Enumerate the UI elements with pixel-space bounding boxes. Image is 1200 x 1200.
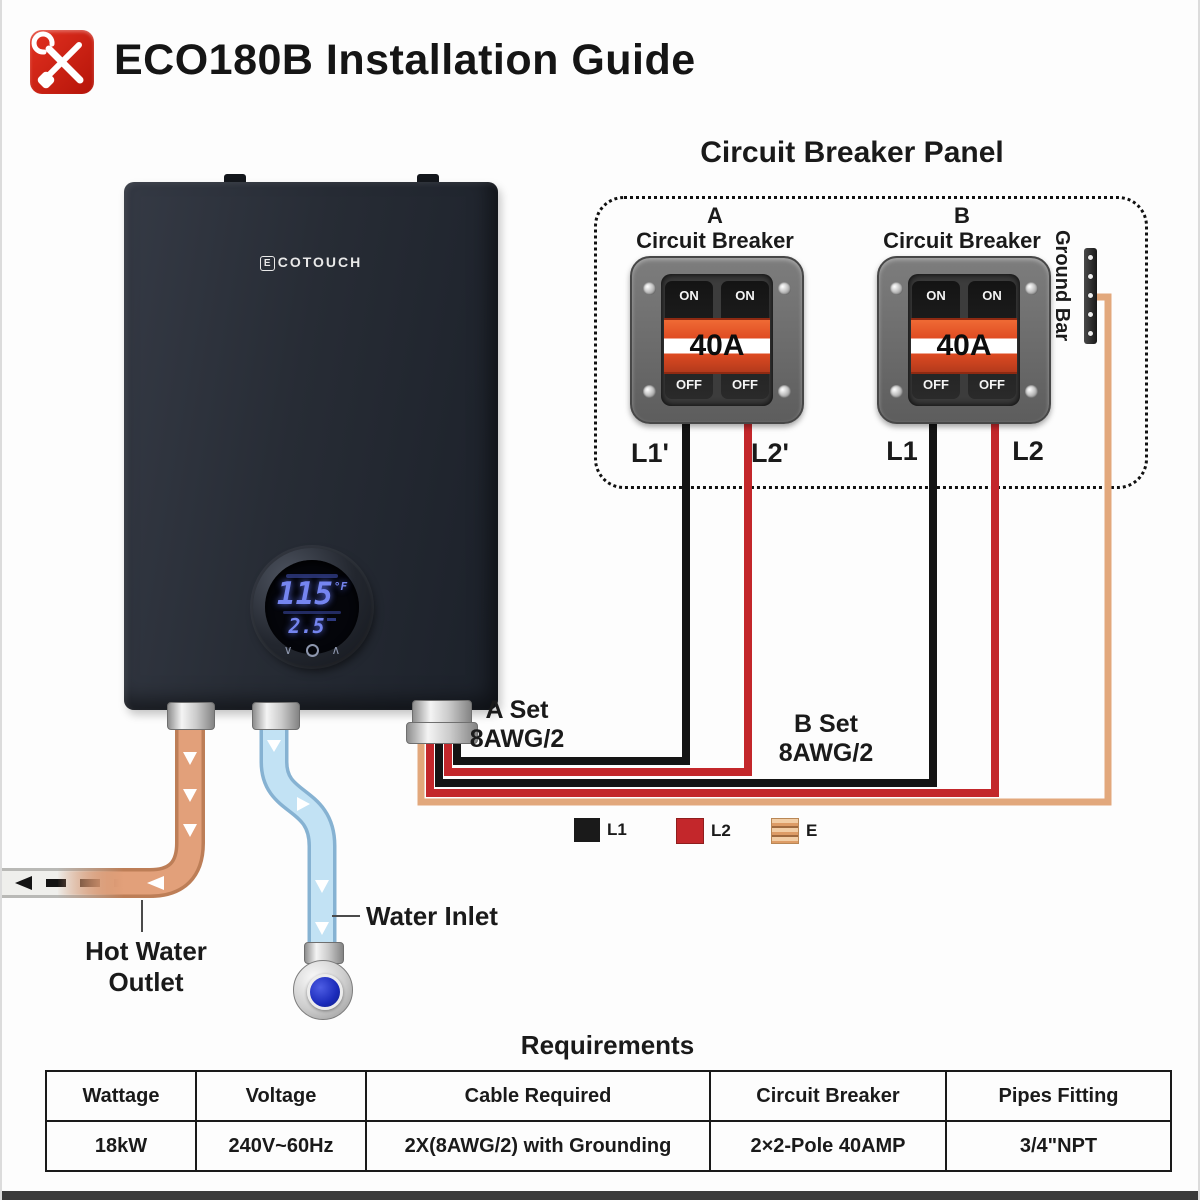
requirements-table: Wattage Voltage Cable Required Circuit B…	[45, 1070, 1172, 1172]
col-header-voltage: Voltage	[195, 1070, 367, 1122]
shutoff-valve	[293, 960, 353, 1020]
screw-icon	[1088, 312, 1093, 317]
flow-readout: 2.5	[265, 616, 359, 636]
off-label: OFF	[923, 377, 949, 392]
off-label: OFF	[732, 377, 758, 392]
ground-color-swatch	[771, 818, 799, 844]
col-header-cable: Cable Required	[365, 1070, 711, 1122]
on-label: ON	[982, 288, 1002, 303]
screw-icon	[643, 385, 656, 398]
valve-knob	[307, 974, 343, 1010]
screw-icon	[1025, 282, 1038, 295]
brand-mark-icon: E	[259, 256, 275, 271]
screw-icon	[890, 385, 903, 398]
water-inlet-label: Water Inlet	[366, 901, 498, 931]
tools-icon	[30, 30, 94, 94]
value-wattage: 18kW	[45, 1120, 197, 1172]
led-segment	[283, 611, 341, 614]
requirements-title: Requirements	[520, 1030, 695, 1060]
led-segment	[286, 574, 338, 578]
table-header-row: Wattage Voltage Cable Required Circuit B…	[45, 1070, 1172, 1122]
off-label: OFF	[979, 377, 1005, 392]
breaker-a-caption: A Circuit Breaker	[630, 203, 800, 253]
legend-item-l1: L1	[574, 818, 627, 842]
a-set-cable-label: A Set 8AWG/2	[469, 696, 565, 753]
l1-color-swatch	[574, 818, 600, 842]
col-header-breaker: Circuit Breaker	[709, 1070, 947, 1122]
led-display: 115°F 2.5 ∨ ∧	[265, 560, 359, 657]
screw-icon	[1088, 255, 1093, 260]
breaker-b-rating-band: 40A	[911, 318, 1017, 374]
legend-item-l2: L2	[676, 818, 731, 844]
breaker-b-name: B	[954, 203, 970, 228]
breaker-b-switches: ON OFF ON OFF 40A	[908, 274, 1020, 406]
temperature-readout: 115°F	[276, 576, 348, 612]
up-arrow-icon: ∧	[331, 643, 341, 657]
cold-inlet-fitting	[252, 702, 300, 730]
circuit-breaker-a: ON OFF ON OFF 40A	[630, 256, 804, 424]
control-dial: 115°F 2.5 ∨ ∧	[253, 548, 371, 666]
screw-icon	[1025, 385, 1038, 398]
screw-icon	[778, 282, 791, 295]
value-breaker: 2×2-Pole 40AMP	[709, 1120, 947, 1172]
led-segment	[326, 618, 336, 621]
ground-bar-label: Ground Bar	[1051, 230, 1073, 342]
hot-water-outlet-label: Hot Water Outlet	[85, 936, 207, 997]
off-label: OFF	[676, 377, 702, 392]
terminal-label-l2b: L2	[1012, 436, 1044, 466]
value-cable: 2X(8AWG/2) with Grounding	[365, 1120, 711, 1172]
power-icon	[305, 643, 319, 657]
table-value-row: 18kW 240V~60Hz 2X(8AWG/2) with Grounding…	[45, 1120, 1172, 1172]
legend-item-e: E	[771, 818, 817, 844]
screw-icon	[1088, 331, 1093, 336]
value-pipes: 3/4"NPT	[945, 1120, 1172, 1172]
value-voltage: 240V~60Hz	[195, 1120, 367, 1172]
terminal-label-l1a: L1'	[631, 438, 669, 468]
terminal-label-l2a: L2'	[751, 438, 789, 468]
col-header-pipes: Pipes Fitting	[945, 1070, 1172, 1122]
screw-icon	[1088, 293, 1093, 298]
breaker-a-rating-band: 40A	[664, 318, 770, 374]
screw-icon	[1088, 274, 1093, 279]
image-bottom-border	[2, 1191, 1198, 1200]
circuit-breaker-b: ON OFF ON OFF 40A	[877, 256, 1051, 424]
breaker-b-caption: B Circuit Breaker	[877, 203, 1047, 253]
panel-title: Circuit Breaker Panel	[700, 136, 1004, 169]
b-set-cable-label: B Set 8AWG/2	[778, 710, 874, 767]
screw-icon	[643, 282, 656, 295]
touch-controls: ∨ ∧	[265, 643, 359, 657]
down-arrow-icon: ∨	[283, 643, 293, 657]
breaker-b-type: Circuit Breaker	[883, 228, 1041, 253]
l2-color-swatch	[676, 818, 704, 844]
breaker-a-name: A	[707, 203, 723, 228]
ground-bar	[1084, 248, 1097, 344]
on-label: ON	[735, 288, 755, 303]
screw-icon	[890, 282, 903, 295]
screw-icon	[778, 385, 791, 398]
breaker-a-type: Circuit Breaker	[636, 228, 794, 253]
breaker-a-switches: ON OFF ON OFF 40A	[661, 274, 773, 406]
col-header-wattage: Wattage	[45, 1070, 197, 1122]
page-title: ECO180B Installation Guide	[114, 36, 696, 84]
hot-outlet-fitting	[167, 702, 215, 730]
terminal-label-l1b: L1	[886, 436, 918, 466]
on-label: ON	[679, 288, 699, 303]
on-label: ON	[926, 288, 946, 303]
